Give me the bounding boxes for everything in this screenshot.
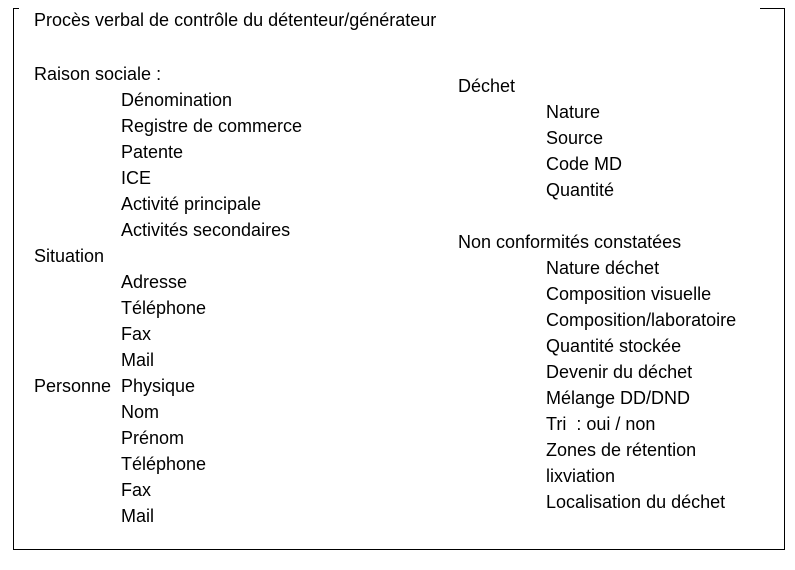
- dechet-item: Nature: [546, 102, 601, 122]
- non-conformite-item: Zones de rétention: [546, 440, 697, 460]
- non-conformite-item: Localisation du déchet: [546, 492, 726, 512]
- non-conformite-item: Nature déchet: [546, 258, 660, 278]
- non-conformites-heading: Non conformités constatées: [458, 232, 682, 252]
- non-conformite-item: Tri : oui / non: [546, 414, 656, 434]
- personne-item: Prénom: [121, 428, 185, 448]
- personne-item: Fax: [121, 480, 152, 500]
- frame-top-right-edge: [760, 8, 784, 9]
- dechet-item: Code MD: [546, 154, 623, 174]
- raison-sociale-item: Registre de commerce: [121, 116, 303, 136]
- situation-heading: Situation: [34, 246, 105, 266]
- section-spacer: [458, 203, 778, 229]
- personne-item: Mail: [121, 506, 155, 526]
- situation-item: Téléphone: [121, 298, 207, 318]
- raison-sociale-item: ICE: [121, 168, 152, 188]
- dechet-heading: Déchet: [458, 76, 516, 96]
- document-title: Procès verbal de contrôle du détenteur/g…: [34, 10, 437, 30]
- raison-sociale-item: Activité principale: [121, 194, 262, 214]
- non-conformite-item: lixviation: [546, 466, 616, 486]
- non-conformite-item: Composition/laboratoire: [546, 310, 737, 330]
- non-conformite-item: Devenir du déchet: [546, 362, 693, 382]
- personne-item: Nom: [121, 402, 160, 422]
- personne-item: Téléphone: [121, 454, 207, 474]
- personne-heading: Personne: [34, 376, 112, 396]
- raison-sociale-item: Activités secondaires: [121, 220, 291, 240]
- situation-item: Fax: [121, 324, 152, 344]
- situation-item: Mail: [121, 350, 155, 370]
- personne-heading-row: Personne Physique: [34, 373, 364, 399]
- raison-sociale-item: Patente: [121, 142, 184, 162]
- left-column: Raison sociale : Dénomination Registre d…: [34, 61, 364, 529]
- raison-sociale-item: Dénomination: [121, 90, 233, 110]
- non-conformite-item: Composition visuelle: [546, 284, 712, 304]
- frame-top-left-edge: [13, 8, 19, 9]
- personne-item-physique: Physique: [121, 376, 196, 396]
- right-column: Déchet Nature Source Code MD Quantité No…: [458, 73, 778, 515]
- document-frame: [13, 8, 785, 550]
- non-conformite-item: Quantité stockée: [546, 336, 682, 356]
- dechet-item: Source: [546, 128, 604, 148]
- raison-sociale-heading: Raison sociale :: [34, 64, 162, 84]
- situation-item: Adresse: [121, 272, 188, 292]
- non-conformite-item: Mélange DD/DND: [546, 388, 691, 408]
- dechet-item: Quantité: [546, 180, 615, 200]
